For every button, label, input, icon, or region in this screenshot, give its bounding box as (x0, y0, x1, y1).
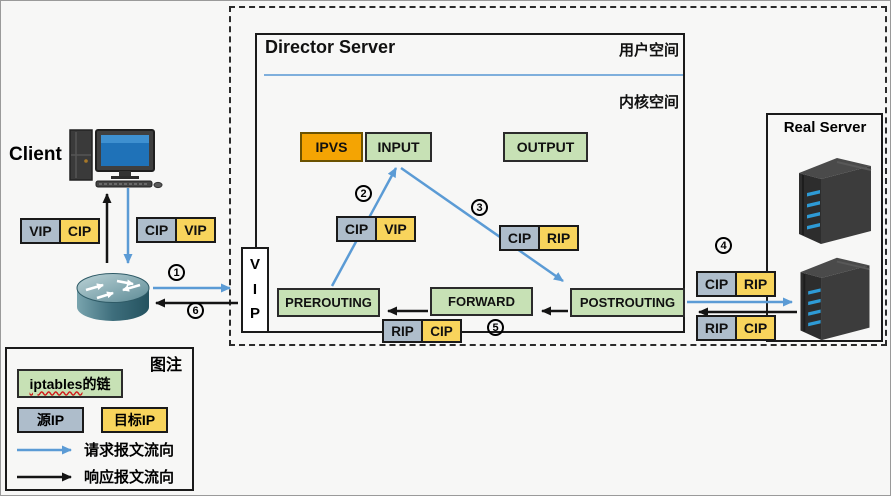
legend-source-ip-swatch: 源IP (17, 407, 84, 433)
source-ip-cell: CIP (336, 216, 377, 242)
legend-response-flow-label: 响应报文流向 (84, 469, 175, 486)
step-1-badge: 1 (168, 264, 185, 281)
director-server-dashed-frame (229, 6, 887, 346)
ip-pair-realserver-response: RIP CIP (696, 315, 776, 341)
dest-ip-cell: CIP (421, 319, 462, 343)
dest-ip-cell: CIP (59, 218, 100, 244)
source-ip-cell: CIP (136, 217, 177, 243)
ip-pair-director-response: RIP CIP (382, 319, 462, 343)
source-ip-cell: CIP (499, 225, 540, 251)
ip-pair-client-request: CIP VIP (136, 217, 216, 243)
dest-ip-cell: VIP (375, 216, 416, 242)
step-6-badge: 6 (187, 302, 204, 319)
real-server-title: Real Server (783, 119, 867, 136)
source-ip-cell: CIP (696, 271, 737, 297)
ip-pair-director-output: CIP RIP (499, 225, 579, 251)
legend-request-flow-row: 请求报文流向 (15, 439, 174, 460)
kernel-space-label: 内核空间 (618, 94, 679, 111)
vip-interface-box: VIP (241, 247, 269, 333)
server-icon (799, 158, 872, 244)
real-server-box (766, 113, 883, 342)
user-kernel-divider (264, 74, 683, 76)
user-space-label: 用户空间 (618, 42, 679, 59)
forward-chain-box: FORWARD (430, 287, 533, 316)
router-icon (76, 273, 150, 321)
source-ip-cell: RIP (696, 315, 737, 341)
step-3-badge: 3 (471, 199, 488, 216)
legend-chain-word: 的链 (82, 375, 111, 392)
dest-ip-cell: CIP (735, 315, 776, 341)
legend-request-flow-label: 请求报文流向 (84, 442, 175, 459)
client-label: Client (9, 144, 62, 165)
prerouting-chain-box: PREROUTING (277, 288, 380, 317)
input-chain-box: INPUT (365, 132, 432, 162)
desktop-computer-icon (69, 129, 163, 189)
director-server-box (255, 33, 685, 333)
legend-dest-ip-swatch: 目标IP (101, 407, 168, 433)
ipvs-box: IPVS (300, 132, 363, 162)
step-5-badge: 5 (487, 319, 504, 336)
legend-iptables-word: iptables (29, 375, 83, 392)
vip-label: VIP (249, 255, 260, 323)
dest-ip-cell: RIP (735, 271, 776, 297)
ip-pair-director-input: CIP VIP (336, 216, 416, 242)
response-arrow-icon (17, 472, 72, 481)
request-arrow-icon (17, 445, 72, 454)
ip-pair-client-response: VIP CIP (20, 218, 100, 244)
dest-ip-cell: VIP (175, 217, 216, 243)
ip-pair-realserver-request: CIP RIP (696, 271, 776, 297)
source-ip-cell: RIP (382, 319, 423, 343)
dest-ip-cell: RIP (538, 225, 579, 251)
output-chain-box: OUTPUT (503, 132, 588, 162)
step-2-badge: 2 (355, 185, 372, 202)
step-4-badge: 4 (715, 237, 732, 254)
legend-response-flow-row: 响应报文流向 (15, 466, 174, 487)
server-icon (800, 257, 870, 341)
legend-title: 图注 (149, 357, 182, 374)
source-ip-cell: VIP (20, 218, 61, 244)
director-server-title: Director Server (265, 37, 396, 57)
postrouting-chain-box: POSTROUTING (570, 288, 685, 317)
